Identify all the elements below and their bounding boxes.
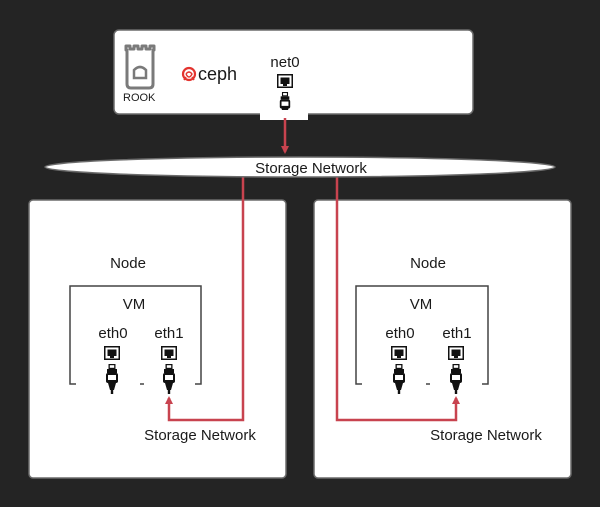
net0-label: net0 — [270, 54, 299, 71]
storage-network: Storage Network — [44, 156, 556, 178]
vm-right-frame — [355, 285, 489, 385]
storage-network-label: Storage Network — [255, 160, 367, 177]
ceph-logo-icon — [181, 66, 197, 82]
vm-left-eth0-port-icon — [104, 346, 120, 360]
vm-left-eth1-label: eth1 — [154, 325, 183, 342]
rook-ceph-box: ROOK ceph net0 — [113, 29, 474, 120]
ethernet-port-icon — [277, 74, 293, 88]
node-left: Node VM eth0 eth1 Storage Network — [28, 199, 287, 479]
vm-right-title: VM — [410, 296, 433, 313]
node-left-network-label: Storage Network — [144, 427, 256, 444]
storage-network-ellipse — [44, 156, 556, 178]
node-right: Node VM eth0 eth1 Storage Network — [313, 199, 572, 479]
link-network-to-left-eth1 — [165, 175, 245, 422]
rook-label: ROOK — [123, 92, 156, 104]
vm-left-frame — [69, 285, 202, 385]
ceph-label: ceph — [198, 64, 237, 84]
rook-box-tab — [260, 110, 308, 120]
vm-left-eth1-port-icon — [161, 346, 177, 360]
node-left-frame — [28, 199, 287, 479]
node-right-frame — [313, 199, 572, 479]
vm-right-eth0-label: eth0 — [385, 325, 414, 342]
rook-ceph-box-frame — [113, 29, 474, 115]
vm-left-title: VM — [123, 296, 146, 313]
node-right-title: Node — [410, 255, 446, 272]
links — [165, 118, 460, 422]
vm-right-eth1-label: eth1 — [442, 325, 471, 342]
link-network-to-right-eth1 — [335, 175, 460, 422]
vm-left-eth0-label: eth0 — [98, 325, 127, 342]
node-right-network-label: Storage Network — [430, 427, 542, 444]
vm-right-eth0-port-icon — [391, 346, 407, 360]
vm-right-eth1-port-icon — [448, 346, 464, 360]
rook-logo-icon — [124, 44, 156, 90]
node-left-title: Node — [110, 255, 146, 272]
